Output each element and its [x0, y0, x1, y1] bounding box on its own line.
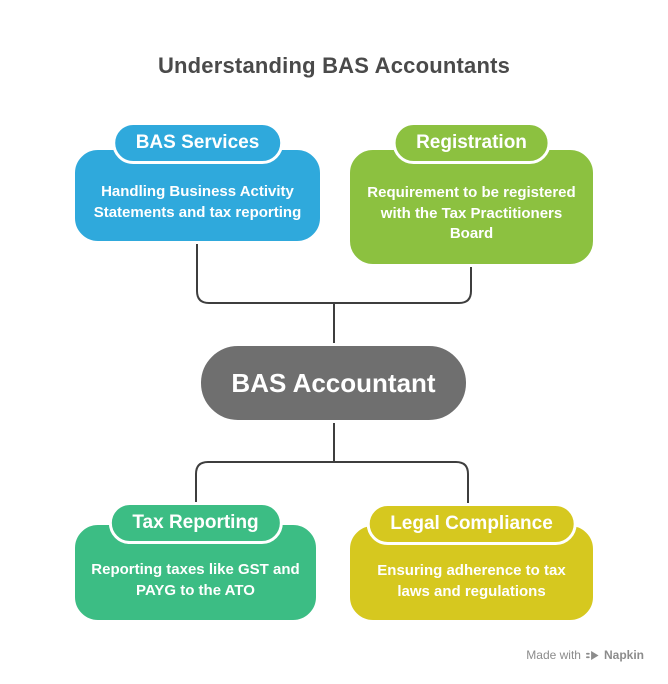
node-tax-reporting-label: Tax Reporting [108, 502, 283, 544]
node-legal-compliance-label: Legal Compliance [366, 503, 577, 545]
node-legal-compliance: Legal Compliance Ensuring adherence to t… [347, 503, 596, 623]
connector-bottom-branch [195, 461, 469, 503]
node-registration-description: Requirement to be registered with the Ta… [367, 183, 576, 243]
node-tax-reporting-description: Reporting taxes like GST and PAYG to the… [91, 561, 300, 599]
napkin-logo-icon [585, 650, 599, 660]
node-tax-reporting: Tax Reporting Reporting taxes like GST a… [72, 502, 319, 623]
node-legal-compliance-description: Ensuring adherence to tax laws and regul… [377, 561, 566, 600]
node-bas-services: BAS Services Handling Business Activity … [72, 122, 323, 244]
node-bas-services-description: Handling Business Activity Statements an… [93, 182, 302, 221]
watermark-made-with: Made with [526, 648, 581, 662]
node-registration: Registration Requirement to be registere… [347, 122, 596, 267]
node-bas-services-label: BAS Services [111, 122, 284, 164]
watermark-brand: Napkin [603, 648, 644, 662]
node-bas-accountant-label: BAS Accountant [231, 367, 436, 398]
diagram-title: Understanding BAS Accountants [157, 53, 511, 78]
node-bas-accountant: BAS Accountant [198, 343, 469, 423]
node-registration-label: Registration [392, 122, 551, 164]
watermark: Made with Napkin [526, 648, 644, 662]
